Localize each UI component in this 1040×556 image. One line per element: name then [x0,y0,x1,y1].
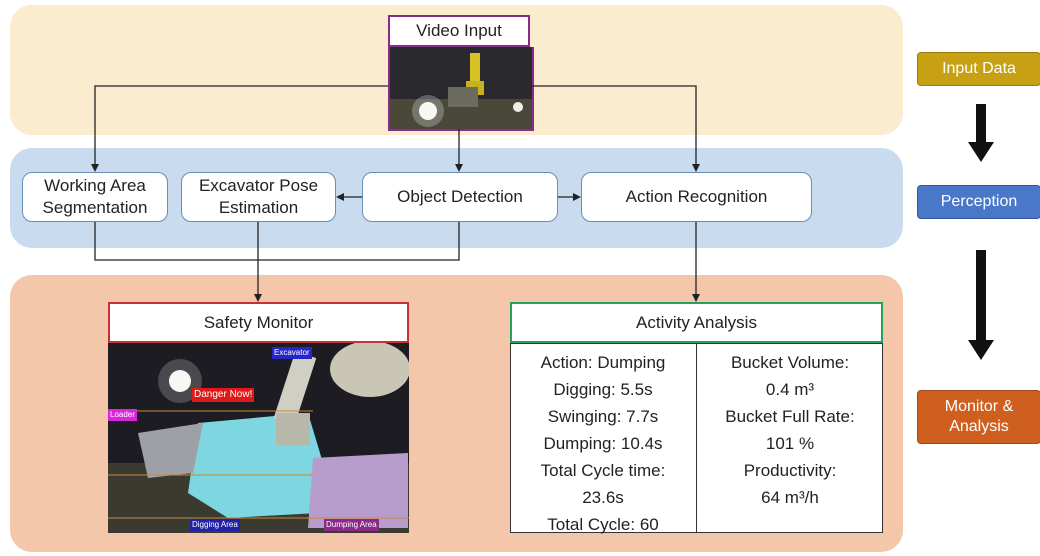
excavator-pose-estimation-box: Excavator Pose Estimation [181,172,336,222]
activity-left-column: Action: Dumping Digging: 5.5s Swinging: … [510,343,696,534]
action-line: Action: Dumping [540,353,666,372]
safety-monitor-label: Safety Monitor [108,302,409,343]
monitor-line-1: Monitor & [944,398,1014,415]
working-area-segmentation-box: Working Area Segmentation [22,172,168,222]
excavator-tag: Excavator [272,347,312,359]
stage-input-data: Input Data [917,52,1040,86]
dumping-area-tag: Dumping Area [324,519,379,531]
bucket-volume-label: Bucket Volume: [730,353,850,372]
digging-area-tag: Digging Area [190,519,240,531]
activity-right-column: Bucket Volume: 0.4 m³ Bucket Full Rate: … [697,343,883,533]
safety-monitor-image: Excavator Danger Now! Loader Digging Are… [108,343,409,533]
swinging-line: Swinging: 7.7s [547,407,659,426]
bucket-volume-value: 0.4 m³ [765,380,815,399]
pose-line-1: Excavator Pose [198,176,319,195]
total-cycle-time-value: 23.6s [582,488,624,507]
working-area-line-1: Working Area [44,176,146,195]
video-input-thumbnail [388,47,534,131]
danger-now-tag: Danger Now! [192,388,255,402]
activity-divider [696,343,697,533]
total-cycle-line: Total Cycle: 60 [547,515,659,534]
bucket-full-rate-label: Bucket Full Rate: [725,407,855,426]
action-recognition-box: Action Recognition [581,172,812,222]
safety-monitor-scene [108,343,409,533]
working-area-line-2: Segmentation [42,198,148,217]
monitor-line-2: Analysis [949,418,1009,435]
total-cycle-time-label: Total Cycle time: [540,461,666,480]
video-frame-image [390,47,532,129]
productivity-label: Productivity: [743,461,837,480]
digging-line: Digging: 5.5s [553,380,653,399]
video-input-label: Video Input [388,15,530,47]
loader-tag: Loader [108,409,137,421]
productivity-value: 64 m³/h [761,488,819,507]
stage-perception: Perception [917,185,1040,219]
stage-monitor-analysis: Monitor & Analysis [917,390,1040,444]
dumping-line: Dumping: 10.4s [543,434,663,453]
pose-line-2: Estimation [218,198,299,217]
activity-analysis-label: Activity Analysis [510,302,883,343]
object-detection-box: Object Detection [362,172,558,222]
bucket-full-rate-value: 101 % [765,434,815,453]
